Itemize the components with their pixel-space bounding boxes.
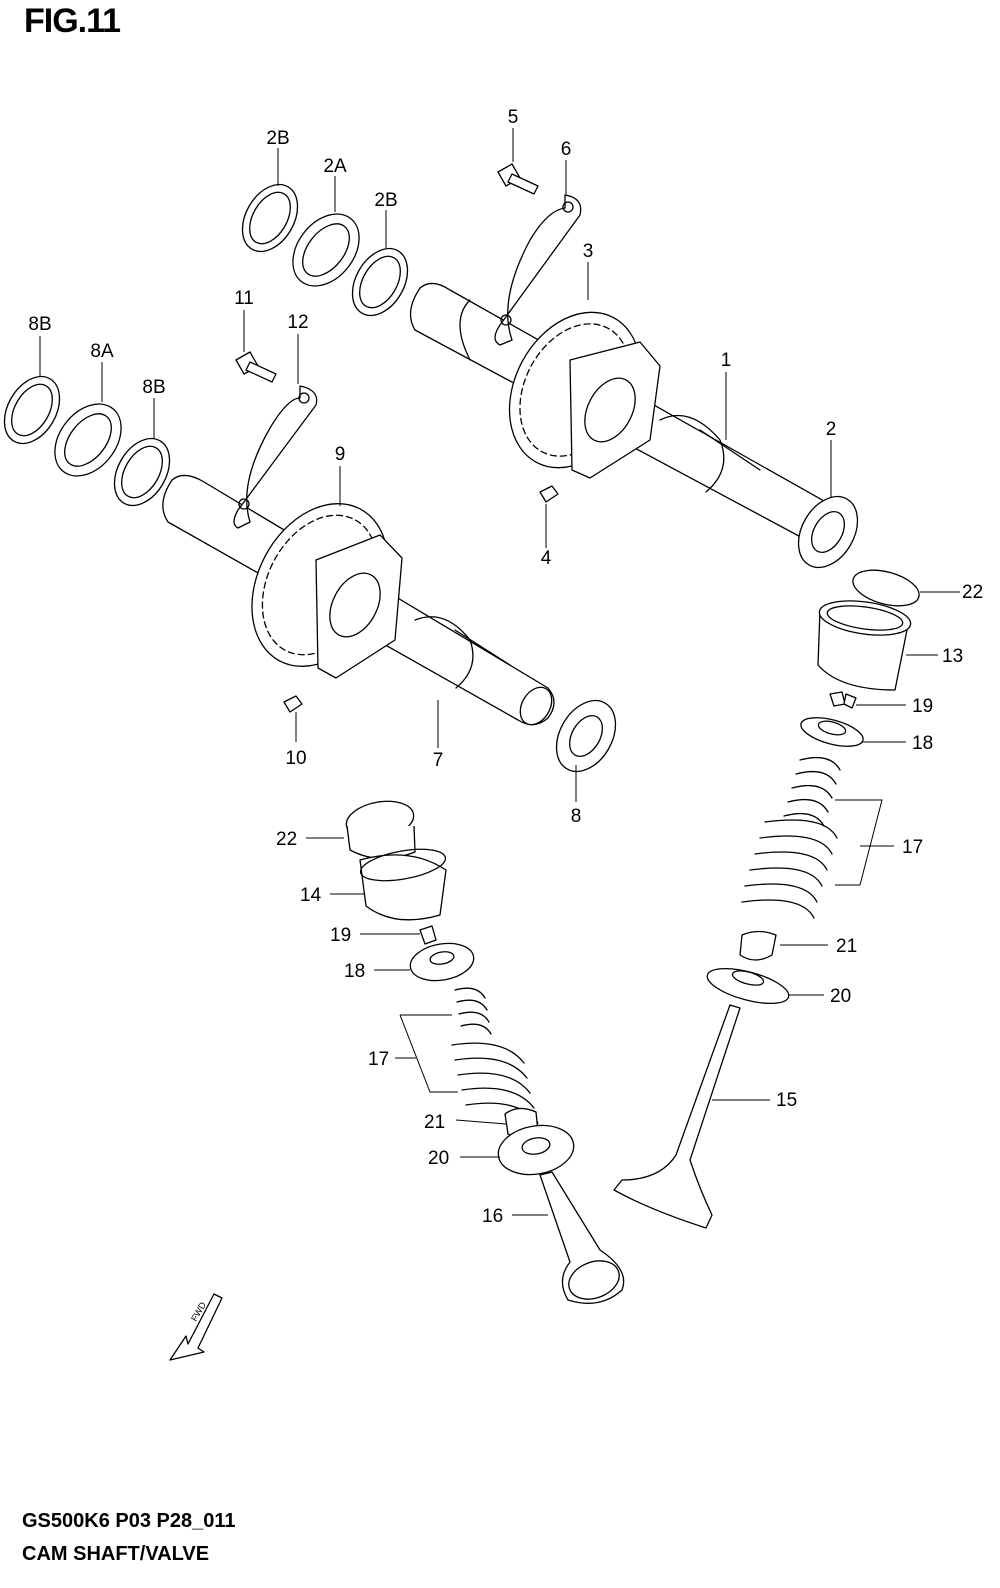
callout-19: 19 (912, 696, 933, 717)
bolt-5 (497, 163, 539, 195)
bolt-11 (235, 351, 277, 383)
callout-13: 13 (942, 646, 963, 667)
callout-2b: 2B (374, 190, 397, 211)
callout-8b: 8B (142, 377, 165, 398)
callout-20: 20 (428, 1148, 449, 1169)
callout-21: 21 (836, 936, 857, 957)
callout-17: 17 (368, 1049, 389, 1070)
cotter-19-right (829, 691, 857, 709)
tappet-13 (817, 600, 912, 691)
callout-10: 10 (285, 748, 306, 769)
callout-18: 18 (912, 733, 933, 754)
callout-15: 15 (776, 1090, 797, 1111)
callout-12: 12 (287, 312, 308, 333)
callout-7: 7 (433, 750, 444, 771)
valve-16 (539, 1171, 625, 1304)
callout-5: 5 (508, 107, 519, 128)
valve-15 (613, 1004, 741, 1229)
callout-11: 11 (234, 288, 254, 309)
cotter-19-left (419, 925, 437, 945)
section-name: CAM SHAFT/VALVE (22, 1543, 210, 1565)
washer-8b-right (113, 437, 171, 507)
callout-2b: 2B (266, 128, 289, 149)
retainer-18-left (409, 942, 475, 982)
washer-2 (797, 495, 859, 569)
spring-17-left (451, 987, 539, 1124)
tappet-14 (359, 848, 447, 921)
sprocket-3 (508, 311, 661, 479)
washer-8a (54, 403, 122, 477)
callout-8a: 8A (90, 341, 114, 362)
callout-8: 8 (571, 806, 582, 827)
retainer-18-right (800, 717, 864, 747)
washer-8b-left (3, 375, 61, 445)
callout-3: 3 (583, 241, 594, 262)
shim-22-left (345, 800, 416, 860)
callout-20: 20 (830, 986, 851, 1007)
model-code: GS500K6 P03 P28_011 (22, 1510, 236, 1532)
callout-19: 19 (330, 925, 351, 946)
washer-2b-right (351, 247, 409, 317)
guide-12 (233, 385, 318, 529)
callout-2: 2 (826, 419, 837, 440)
callout-9: 9 (335, 444, 346, 465)
washer-2b-left (241, 183, 299, 253)
leader-lines (39, 128, 960, 1216)
washer-2a (292, 213, 360, 287)
pin-10 (283, 695, 303, 713)
callout-1: 1 (721, 350, 732, 371)
shim-22-right (852, 569, 920, 607)
callout-18: 18 (344, 961, 365, 982)
fwd-arrow-icon: FWD (169, 1293, 223, 1361)
callout-22: 22 (962, 582, 983, 603)
sprocket-9 (251, 503, 403, 679)
seat-20-right (706, 967, 790, 1005)
callout-2a: 2A (323, 156, 347, 177)
callout-22: 22 (276, 829, 297, 850)
figure-title: FIG.11 (24, 2, 121, 40)
callout-6: 6 (561, 139, 572, 160)
callout-labels: 2B 2A 2B 5 6 3 11 12 8B 8A 8B 1 2 9 4 22… (28, 107, 983, 1227)
washer-8 (555, 699, 617, 773)
pin-4 (539, 485, 559, 503)
callout-4: 4 (541, 548, 552, 569)
callout-16: 16 (482, 1206, 503, 1227)
callout-21: 21 (424, 1112, 445, 1133)
callout-14: 14 (300, 885, 322, 906)
callout-17: 17 (902, 837, 923, 858)
callout-8b: 8B (28, 314, 51, 335)
spring-17-right (741, 756, 841, 919)
seal-21-right (739, 930, 777, 961)
guide-6 (494, 194, 582, 346)
